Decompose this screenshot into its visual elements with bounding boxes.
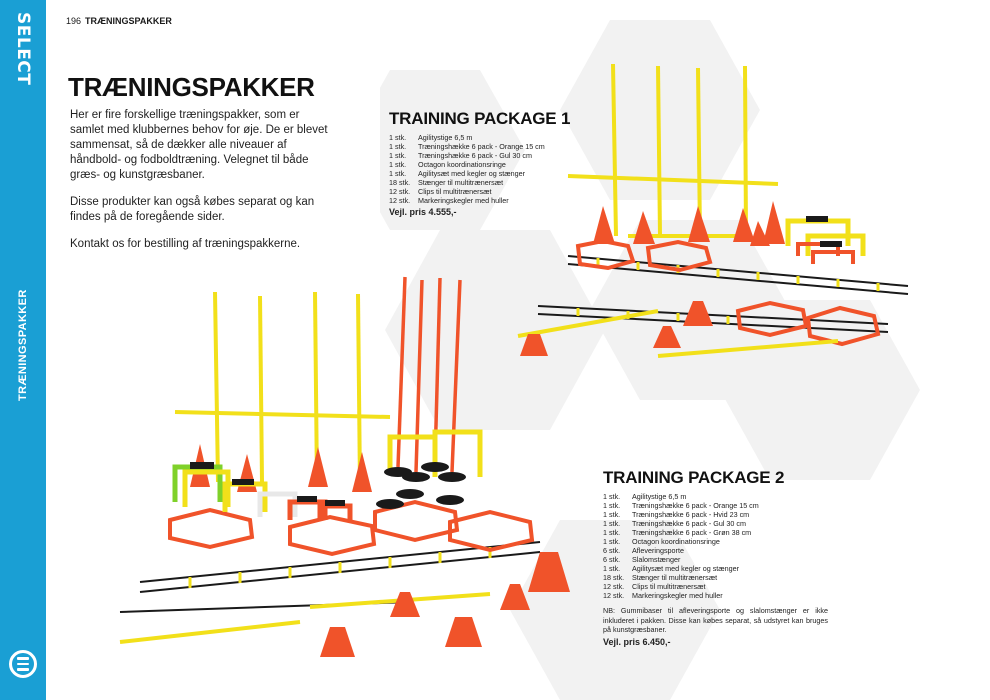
list-item: 1 stk. Agilitysæt med kegler og stænger <box>389 169 589 178</box>
item-qty: 1 stk. <box>389 133 407 142</box>
item-desc: Clips til multitrænersæt <box>418 187 492 196</box>
item-desc: Clips til multitrænersæt <box>632 582 706 591</box>
item-qty: 12 stk. <box>603 591 625 600</box>
item-desc: Markeringskegler med huller <box>632 591 723 600</box>
menu-lines-icon[interactable] <box>9 650 37 678</box>
package-price: Vejl. pris 4.555,- <box>389 207 457 217</box>
list-item: 1 stk. Octagon koordinationsringe <box>389 160 589 169</box>
item-desc: Markeringskegler med huller <box>418 196 509 205</box>
item-qty: 1 stk. <box>603 510 621 519</box>
item-desc: Træningshække 6 pack - Gul 30 cm <box>632 519 746 528</box>
item-qty: 18 stk. <box>603 573 625 582</box>
page-title: TRÆNINGSPAKKER <box>68 72 315 102</box>
item-desc: Octagon koordinationsringe <box>632 537 720 546</box>
list-item: 1 stk. Træningshække 6 pack - Hvid 23 cm <box>603 510 828 519</box>
list-item: 1 stk. Træningshække 6 pack - Orange 15 c… <box>389 142 589 151</box>
item-desc: Agilitysæt med kegler og stænger <box>632 564 740 573</box>
list-item: 1 stk. Træningshække 6 pack - Gul 30 cm <box>389 151 589 160</box>
item-qty: 6 stk. <box>603 555 621 564</box>
brand-logo: SELECT <box>13 12 33 86</box>
item-desc: Træningshække 6 pack - Gul 30 cm <box>418 151 532 160</box>
list-item: 1 stk. Agilitysæt med kegler og stænger <box>603 564 828 573</box>
item-qty: 1 stk. <box>603 519 621 528</box>
training-package-2: TRAINING PACKAGE 2 1 stk. Agilitystige 6,… <box>603 468 828 647</box>
list-item: 12 stk. Markeringskegler med huller <box>389 196 589 205</box>
intro-paragraph: Kontakt os for bestilling af træningspak… <box>70 238 301 250</box>
list-item: 12 stk. Clips til multitrænersæt <box>603 582 828 591</box>
header-section: TRÆNINGSPAKKER <box>85 16 172 26</box>
side-section-title: TRÆNINGSPAKKER <box>17 289 29 401</box>
list-item: 1 stk. Agilitystige 6,5 m <box>389 133 589 142</box>
list-item: 6 stk. Afleveringsporte <box>603 546 828 555</box>
item-desc: Træningshække 6 pack - Orange 15 cm <box>632 501 759 510</box>
item-desc: Slalomstænger <box>632 555 681 564</box>
list-item: 1 stk. Træningshække 6 pack - Gul 30 cm <box>603 519 828 528</box>
item-qty: 12 stk. <box>603 582 625 591</box>
item-qty: 1 stk. <box>603 564 621 573</box>
item-desc: Stænger til multitrænersæt <box>418 178 504 187</box>
list-item: 18 stk. Stænger til multitrænersæt <box>389 178 589 187</box>
intro-text: Her er fire forskellige træningspakker, … <box>70 108 330 264</box>
item-qty: 1 stk. <box>603 492 621 501</box>
item-qty: 12 stk. <box>389 187 411 196</box>
intro-paragraph: Disse produkter kan også købes separat o… <box>70 196 315 223</box>
package-price: Vejl. pris 6.450,- <box>603 636 671 647</box>
item-qty: 12 stk. <box>389 196 411 205</box>
item-qty: 1 stk. <box>603 501 621 510</box>
list-item: 1 stk. Octagon koordinationsringe <box>603 537 828 546</box>
item-desc: Afleveringsporte <box>632 546 684 555</box>
item-qty: 1 stk. <box>603 537 621 546</box>
item-qty: 18 stk. <box>389 178 411 187</box>
item-qty: 1 stk. <box>389 169 407 178</box>
item-qty: 1 stk. <box>389 151 407 160</box>
package-2-equipment-photo <box>119 276 570 657</box>
item-desc: Træningshække 6 pack - Orange 15 cm <box>418 142 545 151</box>
package-title: TRAINING PACKAGE 2 <box>603 468 785 487</box>
item-desc: Agilitysæt med kegler og stænger <box>418 169 526 178</box>
package-title: TRAINING PACKAGE 1 <box>389 109 571 128</box>
item-desc: Agilitystige 6,5 m <box>418 133 473 142</box>
page-number: 196 <box>66 16 82 26</box>
training-package-1: TRAINING PACKAGE 1 1 stk. Agilitystige 6,… <box>389 109 589 217</box>
item-desc: Octagon koordinationsringe <box>418 160 506 169</box>
intro-paragraph: Her er fire forskellige træningspakker, … <box>70 109 328 181</box>
list-item: 1 stk. Træningshække 6 pack - Grøn 38 cm <box>603 528 828 537</box>
package-note: NB: Gummibaser til afleveringsporte og s… <box>603 606 828 634</box>
item-qty: 1 stk. <box>389 142 407 151</box>
item-desc: Træningshække 6 pack - Grøn 38 cm <box>632 528 752 537</box>
list-item: 12 stk. Markeringskegler med huller <box>603 591 828 600</box>
item-qty: 6 stk. <box>603 546 621 555</box>
list-item: 1 stk. Agilitystige 6,5 m <box>603 492 828 501</box>
list-item: 6 stk. Slalomstænger <box>603 555 828 564</box>
item-desc: Agilitystige 6,5 m <box>632 492 687 501</box>
item-desc: Stænger til multitrænersæt <box>632 573 718 582</box>
list-item: 1 stk. Træningshække 6 pack - Orange 15 c… <box>603 501 828 510</box>
side-bar: SELECT TRÆNINGSPAKKER <box>0 0 46 700</box>
page-header: 196 TRÆNINGSPAKKER <box>66 16 172 26</box>
item-qty: 1 stk. <box>603 528 621 537</box>
list-item: 12 stk. Clips til multitrænersæt <box>389 187 589 196</box>
list-item: 18 stk. Stænger til multitrænersæt <box>603 573 828 582</box>
item-desc: Træningshække 6 pack - Hvid 23 cm <box>632 510 750 519</box>
package-1-equipment-photo <box>517 63 909 358</box>
item-qty: 1 stk. <box>389 160 407 169</box>
